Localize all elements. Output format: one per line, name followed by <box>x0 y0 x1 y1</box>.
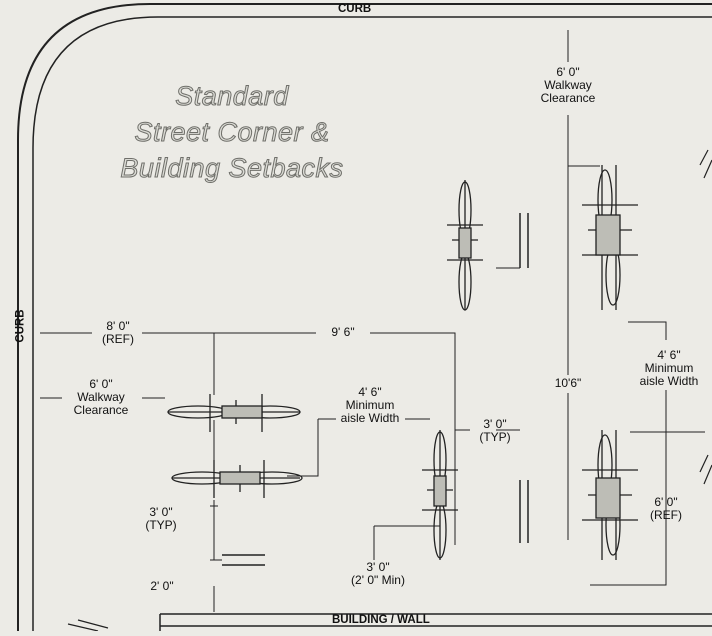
dim-right-aisle-value: 4' 6" <box>657 348 681 362</box>
dim-typ-left-note: (TYP) <box>145 518 177 532</box>
dim-center-aisle-line3: aisle Width <box>340 411 400 425</box>
dim-bottom-left: 2' 0" <box>150 579 174 593</box>
building-wall-label: BUILDING / WALL <box>332 614 430 626</box>
curb-band-inner <box>32 16 712 631</box>
dim-span-10-6: 10'6" <box>545 377 591 390</box>
dim-bottom-min-note: (2' 0" Min) <box>351 573 405 587</box>
dim-typ-left-value: 3' 0" <box>149 505 173 519</box>
dim-right-aisle: 4' 6" Minimum aisle Width <box>630 349 708 388</box>
bike-rack-horizontal-left-upper <box>167 394 301 432</box>
bike-rack-horizontal-left-lower <box>171 460 303 498</box>
dim-bottom-min: 3' 0" (2' 0" Min) <box>336 561 420 587</box>
dim-right-ref-value: 6' 0" <box>654 495 678 509</box>
dim-left-ref-value: 8' 0" <box>106 319 130 333</box>
curb-band-outer <box>17 3 712 631</box>
bike-rack-vertical-center-top <box>447 180 483 311</box>
dim-center-aisle-line2: Minimum <box>345 398 395 412</box>
dim-typ-right-note: (TYP) <box>479 430 511 444</box>
dim-top-walkway-line2: Walkway <box>544 78 592 92</box>
dim-span-9-6: 9' 6" <box>331 325 355 339</box>
dim-left-walkway-line2: Walkway <box>77 390 125 404</box>
diagram-title-line-2: Street Corner & <box>134 117 330 148</box>
dim-left-ref-note: (REF) <box>102 332 134 346</box>
dim-top-walkway-line3: Clearance <box>540 91 596 105</box>
break-mark-corner <box>67 619 109 632</box>
dim-right-aisle-line2: Minimum <box>644 361 694 375</box>
dim-left-walkway-line3: Clearance <box>73 403 129 417</box>
dim-left-ref: 8' 0" (REF) <box>88 320 148 346</box>
diagram-title-line-3: Building Setbacks <box>120 153 344 184</box>
bike-rack-vertical-right-bottom <box>582 430 638 560</box>
dim-bottom-min-value: 3' 0" <box>366 560 390 574</box>
dim-right-ref-note: (REF) <box>650 508 682 522</box>
break-mark-top <box>699 149 712 179</box>
dim-left-walkway-value: 6' 0" <box>89 377 113 391</box>
dim-right-aisle-line3: aisle Width <box>639 374 699 388</box>
dim-left-walkway: 6' 0" Walkway Clearance <box>60 378 142 417</box>
diagram-title-line-1: Standard <box>175 81 289 112</box>
dim-top-walkway-value: 6' 0" <box>556 65 580 79</box>
dim-center-aisle-value: 4' 6" <box>358 385 382 399</box>
dim-typ-right-value: 3' 0" <box>483 417 507 431</box>
dim-right-ref: 6' 0" (REF) <box>640 496 692 522</box>
break-mark-bottom <box>699 454 712 485</box>
dimension-lines <box>40 30 705 612</box>
bike-rack-vertical-center-bottom <box>422 430 458 560</box>
curb-top-label: CURB <box>338 3 372 15</box>
dim-top-walkway: 6' 0" Walkway Clearance <box>528 66 608 105</box>
curb-left-label: CURB <box>14 309 27 343</box>
dim-typ-right: 3' 0" (TYP) <box>470 418 520 444</box>
dim-typ-left: 3' 0" (TYP) <box>136 506 186 532</box>
dim-center-aisle: 4' 6" Minimum aisle Width <box>332 386 408 425</box>
bike-rack-vertical-right-top <box>582 165 638 310</box>
